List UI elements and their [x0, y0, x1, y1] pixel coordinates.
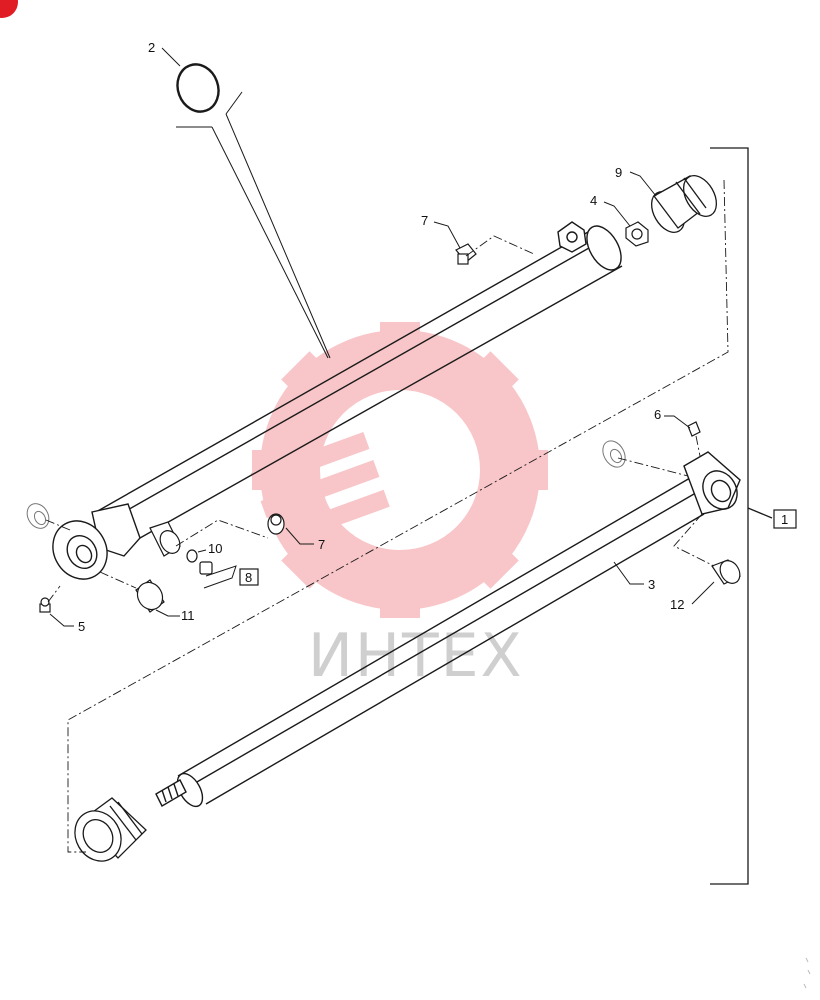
label-assembly: 1	[781, 512, 788, 527]
label-bushing-barrel: 11	[181, 608, 195, 623]
label-rod: 3	[648, 577, 655, 592]
assembly-centerlines	[45, 179, 729, 853]
snap-ring-part	[186, 549, 198, 563]
gland-part	[650, 175, 718, 233]
label-fitting-bottom: 5	[78, 619, 85, 634]
label-gland: 9	[615, 165, 622, 180]
assembly-bracket	[710, 147, 773, 885]
fitting-kit-part	[199, 561, 213, 575]
label-oring: 2	[148, 40, 155, 55]
assembly-callout-box	[773, 509, 797, 529]
fitting-kit-callout-box	[239, 568, 259, 586]
fitting-bottom-part	[39, 597, 51, 613]
o-ring-part	[176, 63, 220, 113]
corner-badge	[0, 0, 18, 18]
grey-bushing-left	[26, 503, 50, 529]
piston-head	[74, 797, 147, 862]
label-bushing-rod: 12	[670, 597, 684, 612]
grease-fitting-side	[267, 513, 285, 535]
watermark-text: ИНТЕХ	[308, 621, 524, 691]
bushing-11	[135, 579, 165, 613]
bushing-12	[711, 559, 741, 585]
label-grease-fitting-side: 7	[318, 537, 325, 552]
cylinder-barrel	[52, 221, 623, 580]
piston-rod	[155, 451, 741, 808]
grease-fitting-rod	[687, 421, 701, 437]
watermark-gear-icon	[250, 322, 548, 618]
label-snap-ring: 10	[208, 541, 222, 556]
label-fitting-kit: 8	[245, 570, 252, 585]
label-grease-fitting-top: 7	[421, 213, 428, 228]
leader-lines	[49, 47, 715, 627]
o-ring-pointer	[176, 91, 331, 359]
label-nut: 4	[590, 193, 597, 208]
barrel-bushing	[149, 521, 181, 557]
grey-bushing-right	[602, 440, 626, 468]
grease-fitting-top	[455, 243, 477, 265]
scan-marks	[803, 957, 811, 989]
nut-part	[625, 221, 649, 247]
label-grease-fitting-rod: 6	[654, 407, 661, 422]
